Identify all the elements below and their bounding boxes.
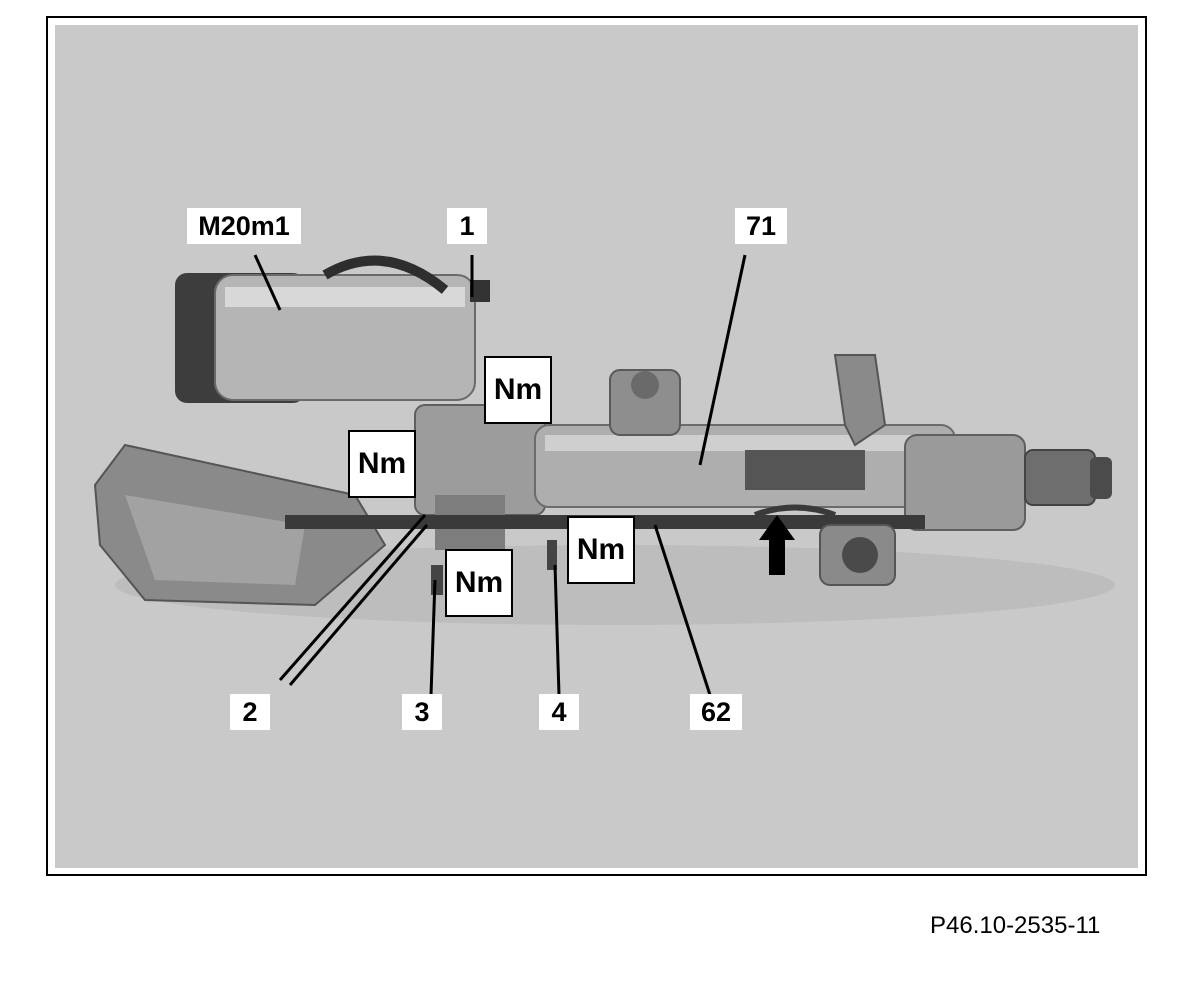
steering-column-illustration — [93, 254, 1115, 696]
top-fitting — [609, 369, 681, 436]
component-photo — [55, 25, 1138, 868]
up-arrow-icon — [759, 515, 795, 575]
leader-2a — [278, 514, 427, 681]
spline-tip — [1090, 457, 1112, 499]
label-62: 62 — [690, 694, 742, 730]
label-3: 3 — [402, 694, 442, 730]
torque-marker: Nm — [567, 516, 635, 584]
leader-62 — [653, 524, 712, 696]
bracket-face — [125, 495, 305, 585]
bolt-1 — [470, 280, 490, 302]
torque-marker: Nm — [445, 549, 513, 617]
torque-marker: Nm — [348, 430, 416, 498]
motor-cable — [322, 255, 449, 294]
rail-curve — [753, 504, 837, 518]
spline-end — [1024, 449, 1096, 506]
lock-bracket — [833, 354, 887, 447]
leader-71 — [698, 254, 747, 466]
figure-id: P46.10-2535-11 — [930, 912, 1101, 939]
column-highlight — [545, 435, 945, 451]
leader-lines — [253, 254, 747, 696]
bolt-4 — [547, 540, 557, 570]
lower-bore — [842, 537, 878, 573]
label-1: 1 — [447, 208, 487, 244]
column-window — [745, 450, 865, 490]
bolt-3 — [431, 565, 443, 595]
leader-4 — [553, 564, 561, 696]
label-4: 4 — [539, 694, 579, 730]
leader-3 — [429, 579, 437, 696]
label-m20m1: M20m1 — [187, 208, 301, 244]
leader-m20m1 — [253, 254, 282, 311]
leader-2b — [288, 524, 429, 686]
label-2: 2 — [230, 694, 270, 730]
top-bolt — [631, 371, 659, 399]
motor-highlight — [225, 287, 465, 307]
torque-marker: Nm — [484, 356, 552, 424]
label-71: 71 — [735, 208, 787, 244]
figure-frame — [46, 16, 1147, 876]
